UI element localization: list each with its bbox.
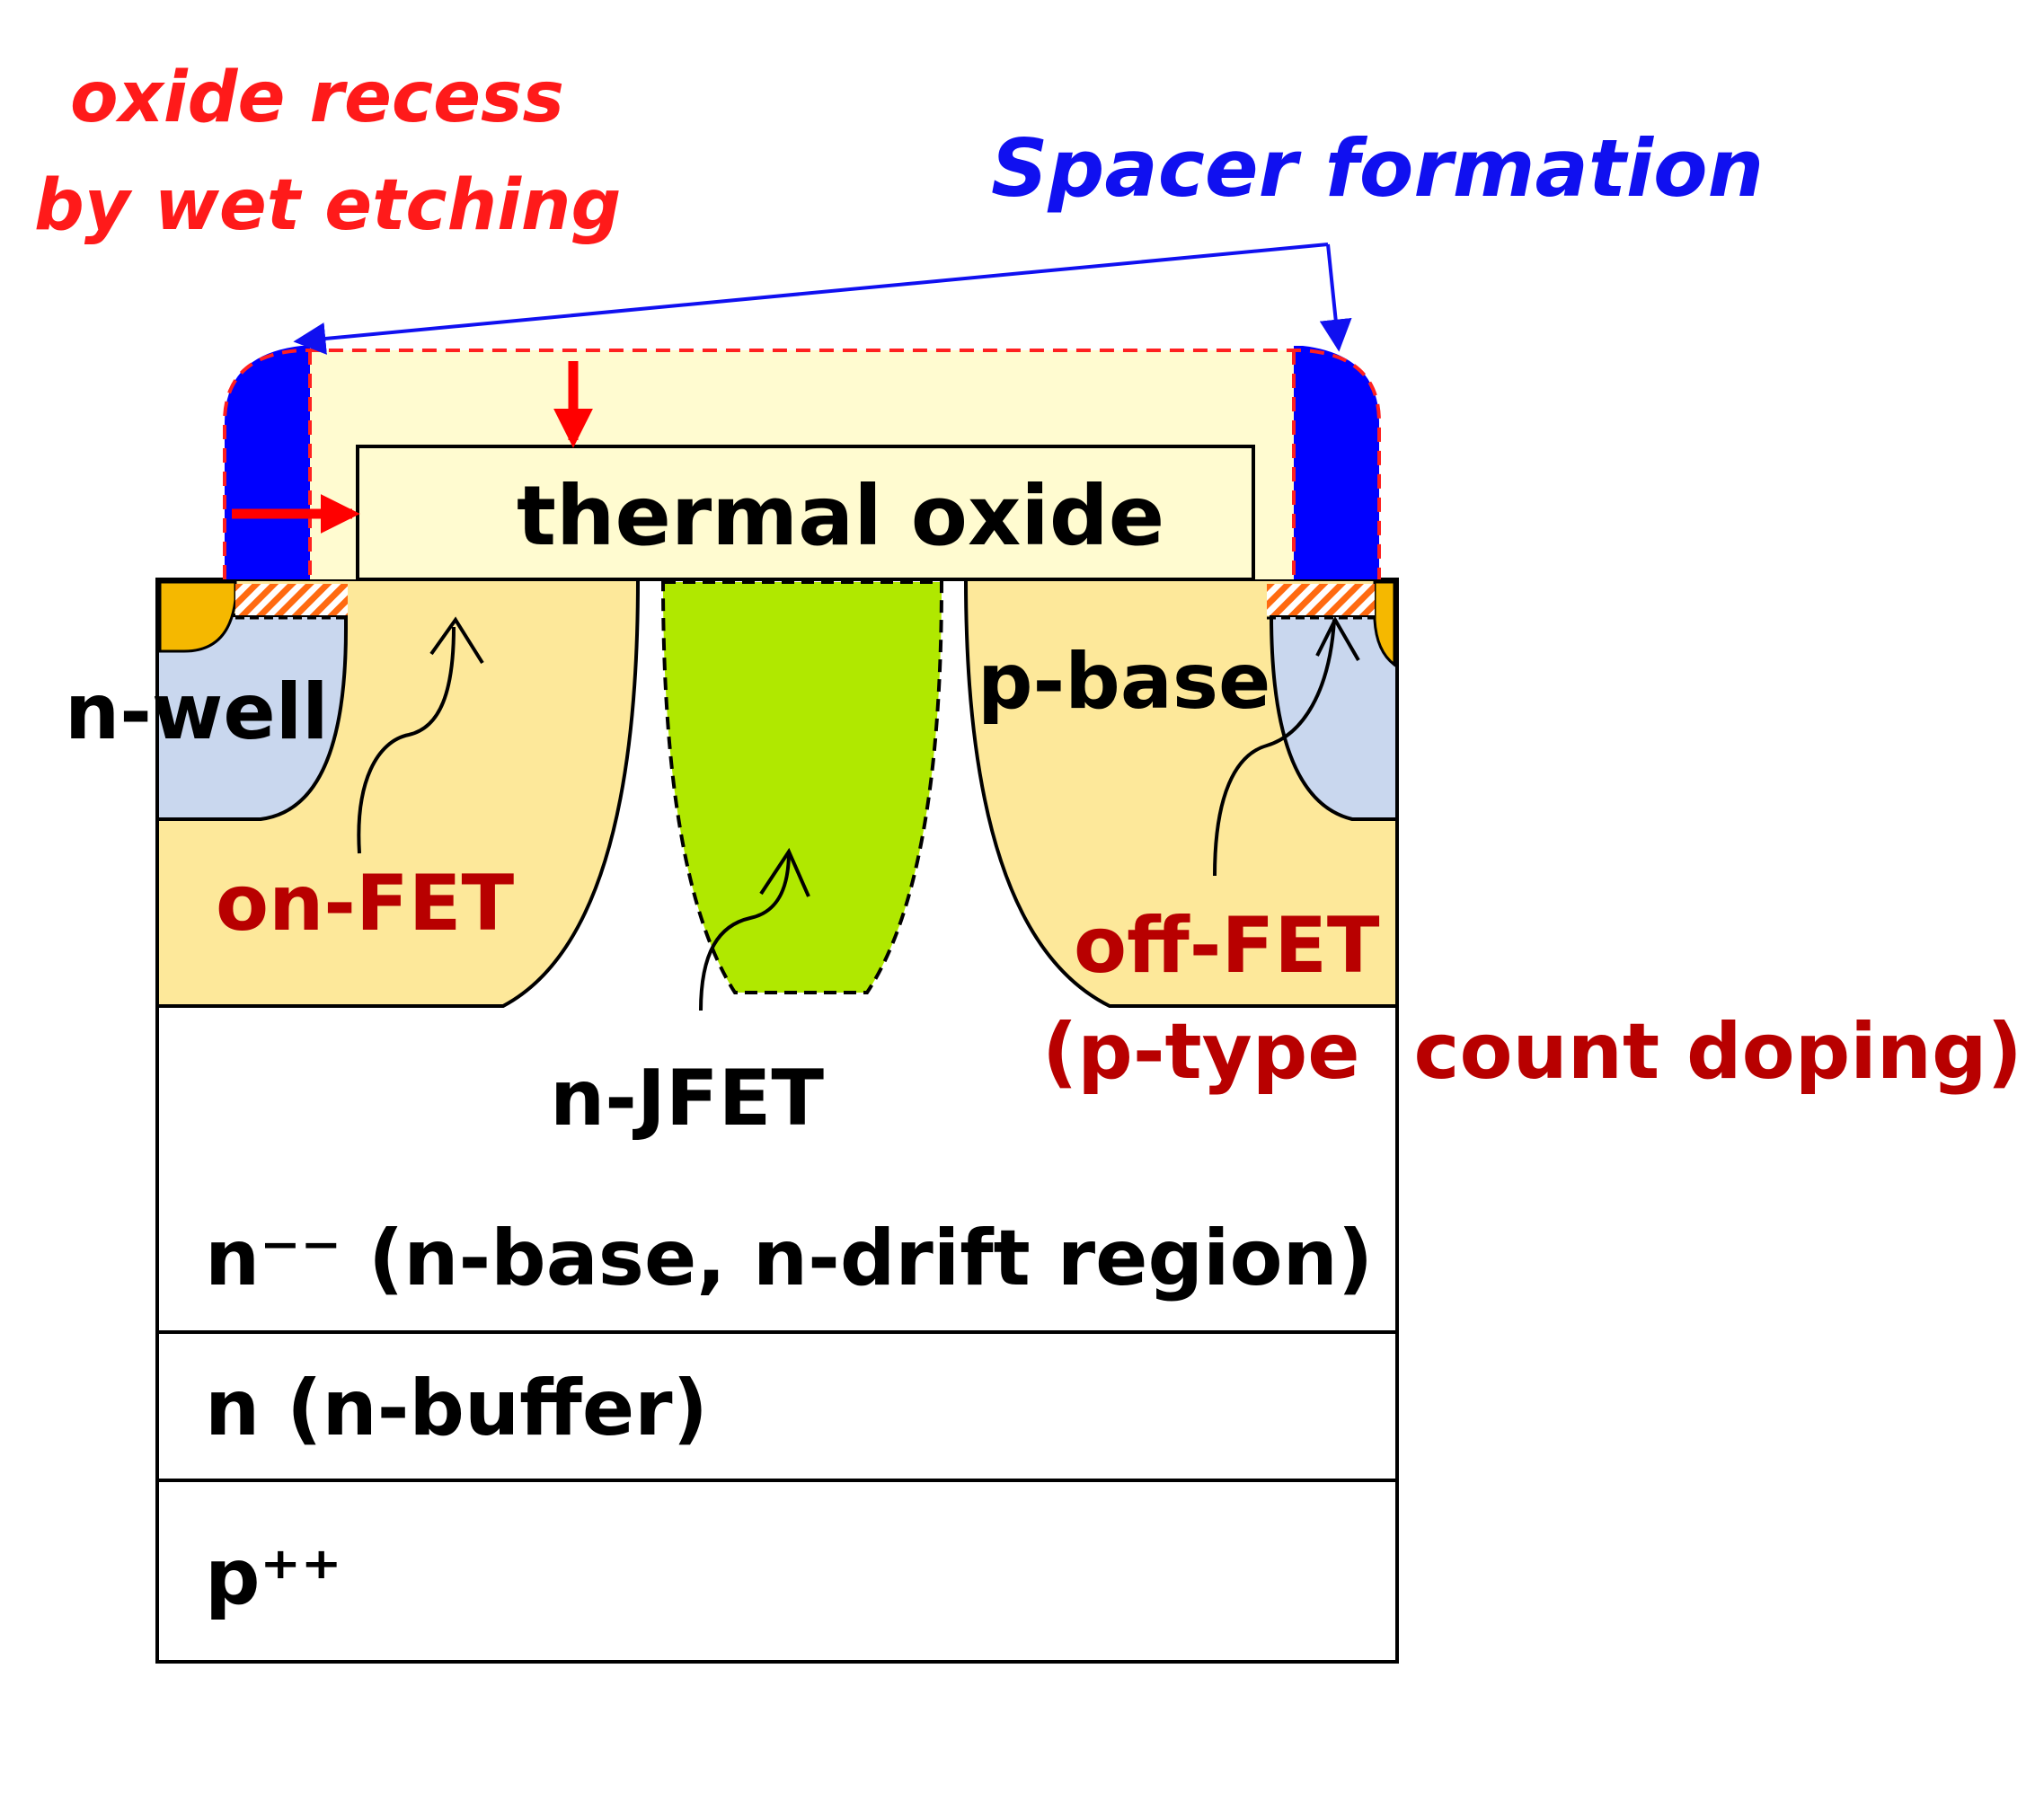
spacer-callout-left bbox=[293, 243, 1329, 355]
spacer-right bbox=[1294, 346, 1379, 579]
buffer-layer bbox=[155, 1330, 1399, 1482]
pointer-on-fet-head bbox=[429, 616, 484, 665]
annotation-spacer: Spacer formation bbox=[991, 122, 1764, 215]
label-n-jfet: n-JFET bbox=[550, 1054, 824, 1143]
label-p-base: p-base bbox=[978, 637, 1270, 727]
pointer-off-fet bbox=[1213, 619, 1336, 877]
spacer-callout-line bbox=[1319, 243, 1352, 352]
contact-left bbox=[158, 580, 237, 653]
label-n-well: n-well bbox=[65, 667, 329, 757]
contact-right bbox=[1373, 580, 1396, 668]
n-well-right bbox=[1269, 614, 1399, 821]
spacer-left bbox=[225, 346, 310, 579]
channel-hatch-left bbox=[235, 584, 348, 615]
thermal-oxide-box bbox=[356, 445, 1255, 581]
label-drift: n⁻⁻ (n-base, n-drift region) bbox=[205, 1214, 1373, 1303]
label-counter-doping: (p-type count doping) bbox=[1042, 1007, 2022, 1097]
pointer-jfet bbox=[699, 851, 791, 1011]
annotation-recess-line1: oxide recess bbox=[70, 57, 564, 138]
n-well-left bbox=[155, 614, 348, 821]
label-off-fet: off-FET bbox=[1074, 901, 1380, 991]
pointer-jfet-head bbox=[759, 847, 810, 897]
label-thermal-oxide: thermal oxide bbox=[517, 468, 1164, 564]
label-buffer: n (n-buffer) bbox=[205, 1364, 708, 1453]
recess-outline bbox=[223, 349, 1381, 579]
channel-hatch-right bbox=[1267, 584, 1375, 615]
label-on-fet: on-FET bbox=[216, 859, 514, 949]
pointer-on-fet bbox=[357, 626, 456, 854]
label-substrate: p⁺⁺ bbox=[205, 1532, 341, 1622]
pointer-off-fet-head bbox=[1315, 615, 1360, 662]
substrate-layer bbox=[155, 1479, 1399, 1664]
annotation-recess-line2: by wet etching bbox=[34, 165, 621, 246]
jfet-region bbox=[660, 580, 944, 994]
